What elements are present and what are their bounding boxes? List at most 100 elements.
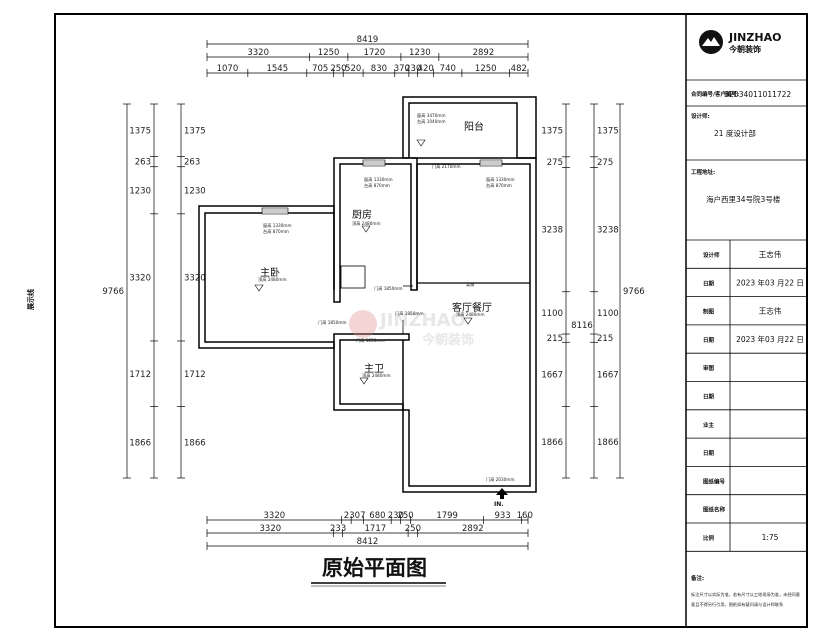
dim-bottom-row1-label: 680 (369, 511, 385, 521)
dim-bottom-row1-label: 2 (344, 511, 349, 521)
dim-left-outer-label: 263 (184, 158, 200, 168)
dim-right-inner-label: 1667 (541, 370, 563, 380)
dim-top-row2-label: 230 (405, 64, 421, 74)
tb-row-label: 日期 (703, 393, 715, 401)
note-entry-door: 门高 2030mm (486, 476, 515, 483)
dim-top-row2-label: 420 (418, 64, 434, 74)
dim-right-inner-label: 215 (547, 334, 563, 344)
dim-top-row1-label: 1720 (364, 48, 386, 58)
room-master-bedroom: 主卧 (260, 266, 280, 279)
dim-bottom-row2-label: 1717 (365, 524, 387, 534)
windows (261, 159, 503, 215)
living-outer-wall (402, 157, 537, 493)
dim-left-outer-label: 3320 (184, 273, 206, 283)
dim-bottom-total-label: 8412 (357, 537, 379, 547)
dim-right-inner-label: 3238 (541, 226, 563, 236)
dim-bottom-row1-label: 307 (349, 511, 365, 521)
dim-top-row1-label: 2892 (473, 48, 495, 58)
master-bedroom-wall (198, 205, 335, 349)
window-living (479, 159, 503, 167)
tb-row-label: 日期 (703, 279, 715, 287)
room-bathroom: 主卫 (364, 363, 384, 375)
dim-top-row2-label: 520 (345, 64, 361, 74)
dim-top-row2-label: 1070 (217, 64, 239, 74)
dim-right-middle-label: 215 (597, 334, 613, 344)
note-bath-door: 门高 1850mm (356, 337, 385, 344)
dim-right-middle-label: 1375 (597, 126, 619, 136)
dim-right-inner-label: 275 (547, 158, 563, 168)
watermark-text: JINZHAO (378, 310, 466, 331)
dim-top-row1-label: 1230 (409, 48, 431, 58)
dim-right-inner-total: 8116 (571, 321, 593, 331)
note-balcony-sill: 台高 1040mm (417, 118, 446, 125)
room-balcony: 阳台 (464, 120, 484, 133)
note-master-sill: 台高 870mm (263, 228, 289, 235)
watermark-logo-icon (349, 310, 377, 338)
note-master-window: 窗高 1330mm (263, 222, 292, 229)
tb-row-label: 设计师 (703, 251, 720, 259)
dim-top-row2-label: 830 (371, 64, 387, 74)
dim-left-outer-label: 1375 (184, 126, 206, 136)
dim-bottom-row1-label: 160 (517, 511, 533, 521)
note-kitchen-window: 窗高 1330mm (364, 176, 393, 183)
elevation-marker-living (463, 317, 473, 325)
watermark: JINZHAO 今朝装饰 (349, 310, 474, 348)
title-block: JINZHAO 今朝装饰 合同编号/客户编号: B2034011011722 设… (686, 30, 807, 608)
dim-right-middle-label: 1866 (597, 438, 619, 448)
dim-top-row2-label: 482 (511, 64, 527, 74)
dim-right-inner-label: 1100 (541, 309, 563, 319)
tb-row-label: 审图 (703, 364, 715, 372)
tb-row-value: 2023 年03 月22 日 (736, 277, 804, 287)
dim-bottom-row2-label: 250 (405, 524, 421, 534)
dim-top-row1-label: 3320 (247, 48, 269, 58)
notes-label: 备注: (690, 574, 704, 582)
walls (198, 96, 537, 493)
dim-top-total-label: 8419 (357, 35, 379, 45)
dim-right-middle-label: 3238 (597, 226, 619, 236)
dim-top-row2-label: 370 (394, 64, 410, 74)
dim-left-inner-label: 3320 (129, 273, 151, 283)
tb-row-label: 日期 (703, 449, 715, 457)
note-living-door: 门高 1850mm (395, 310, 424, 317)
dim-bottom-row2-label: 3320 (260, 524, 282, 534)
window-master (261, 207, 289, 215)
dim-bottom-row2-label: 233 (330, 524, 346, 534)
dim-left-inner-label: 1866 (129, 438, 151, 448)
entry-arrow-icon (496, 488, 508, 499)
tb-row-label: 图纸名称 (703, 506, 726, 514)
logo-cn-text: 今朝装饰 (728, 44, 761, 54)
tb-row-label: 制图 (703, 308, 715, 316)
note-living-height: 顶高 2480mm (456, 311, 485, 318)
tb-row-value: 王志伟 (759, 306, 782, 316)
dim-bottom-row1-label: 933 (494, 511, 510, 521)
designer-dept-label: 设计师: (691, 112, 710, 120)
dim-right-middle-label: 1100 (597, 309, 619, 319)
project-address-label: 工程地址: (691, 168, 715, 176)
dim-top-row2-label: 1250 (475, 64, 497, 74)
dim-top-row2-label: 705 (312, 64, 328, 74)
room-kitchen: 厨房 (352, 208, 372, 221)
dim-left-inner-label: 1230 (129, 186, 151, 196)
drawing-title: 原始平面图 (322, 556, 427, 580)
tb-row-label: 图纸编号 (703, 477, 726, 485)
elevation-marker-master (254, 284, 264, 292)
outer-frame (54, 13, 808, 628)
dim-bottom-row1-label: 3320 (264, 511, 286, 521)
tb-row-label: 日期 (703, 336, 715, 344)
dim-left-outer-label: 1866 (184, 438, 206, 448)
note-kitchen-sill: 台高 870mm (364, 182, 390, 189)
dim-top-row1-label: 1250 (318, 48, 340, 58)
dim-top-row2-label: 250 (330, 64, 346, 74)
dim-right-inner-label: 1866 (541, 438, 563, 448)
note-master-door: 门高 1850mm (318, 319, 347, 326)
dim-left-total-label: 9766 (102, 287, 124, 297)
note-beam: 梁高 (466, 281, 474, 288)
dim-right-middle-label: 275 (597, 158, 613, 168)
tb-row-value: 王志伟 (759, 249, 782, 259)
contract-number: B2034011011722 (724, 90, 791, 99)
note-kitchen-height: 顶高 2480mm (352, 220, 381, 227)
note-master-height: 顶高 2480mm (258, 276, 287, 283)
note-living-window: 窗高 1330mm (486, 176, 515, 183)
